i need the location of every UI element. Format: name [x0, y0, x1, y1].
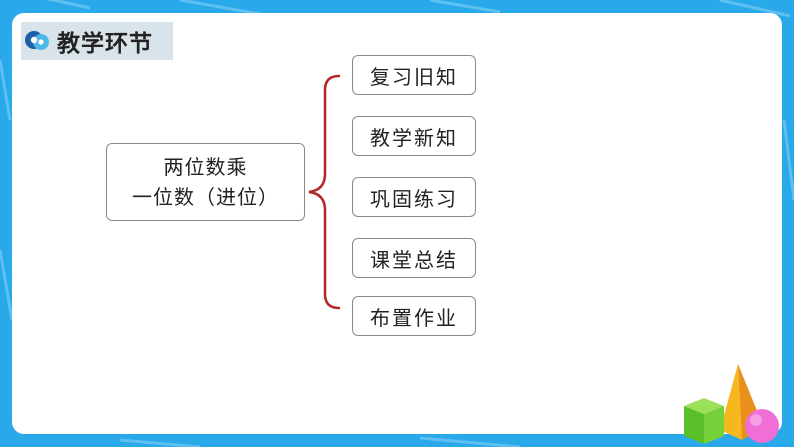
step-consolidation-practice[interactable]: 巩固练习 — [352, 177, 476, 217]
page-title: 教学环节 — [57, 31, 153, 57]
step-label: 课堂总结 — [370, 247, 458, 272]
curly-brace-connector — [308, 74, 341, 310]
lesson-topic-box: 两位数乘 一位数（进位） — [106, 143, 305, 221]
step-label: 巩固练习 — [370, 186, 458, 211]
geometric-solids-icon — [684, 364, 779, 444]
step-label: 复习旧知 — [370, 64, 458, 89]
step-review-old-knowledge[interactable]: 复习旧知 — [352, 55, 476, 95]
section-title-tab: 教学环节 — [21, 22, 173, 60]
step-assign-homework[interactable]: 布置作业 — [352, 296, 476, 336]
topic-line-2: 一位数（进位） — [132, 185, 279, 209]
step-label: 教学新知 — [370, 125, 458, 150]
step-teach-new-knowledge[interactable]: 教学新知 — [352, 116, 476, 156]
step-label: 布置作业 — [370, 305, 458, 330]
step-lesson-summary[interactable]: 课堂总结 — [352, 238, 476, 278]
topic-line-1: 两位数乘 — [163, 155, 248, 179]
chat-bubble-logo-icon — [25, 31, 49, 50]
